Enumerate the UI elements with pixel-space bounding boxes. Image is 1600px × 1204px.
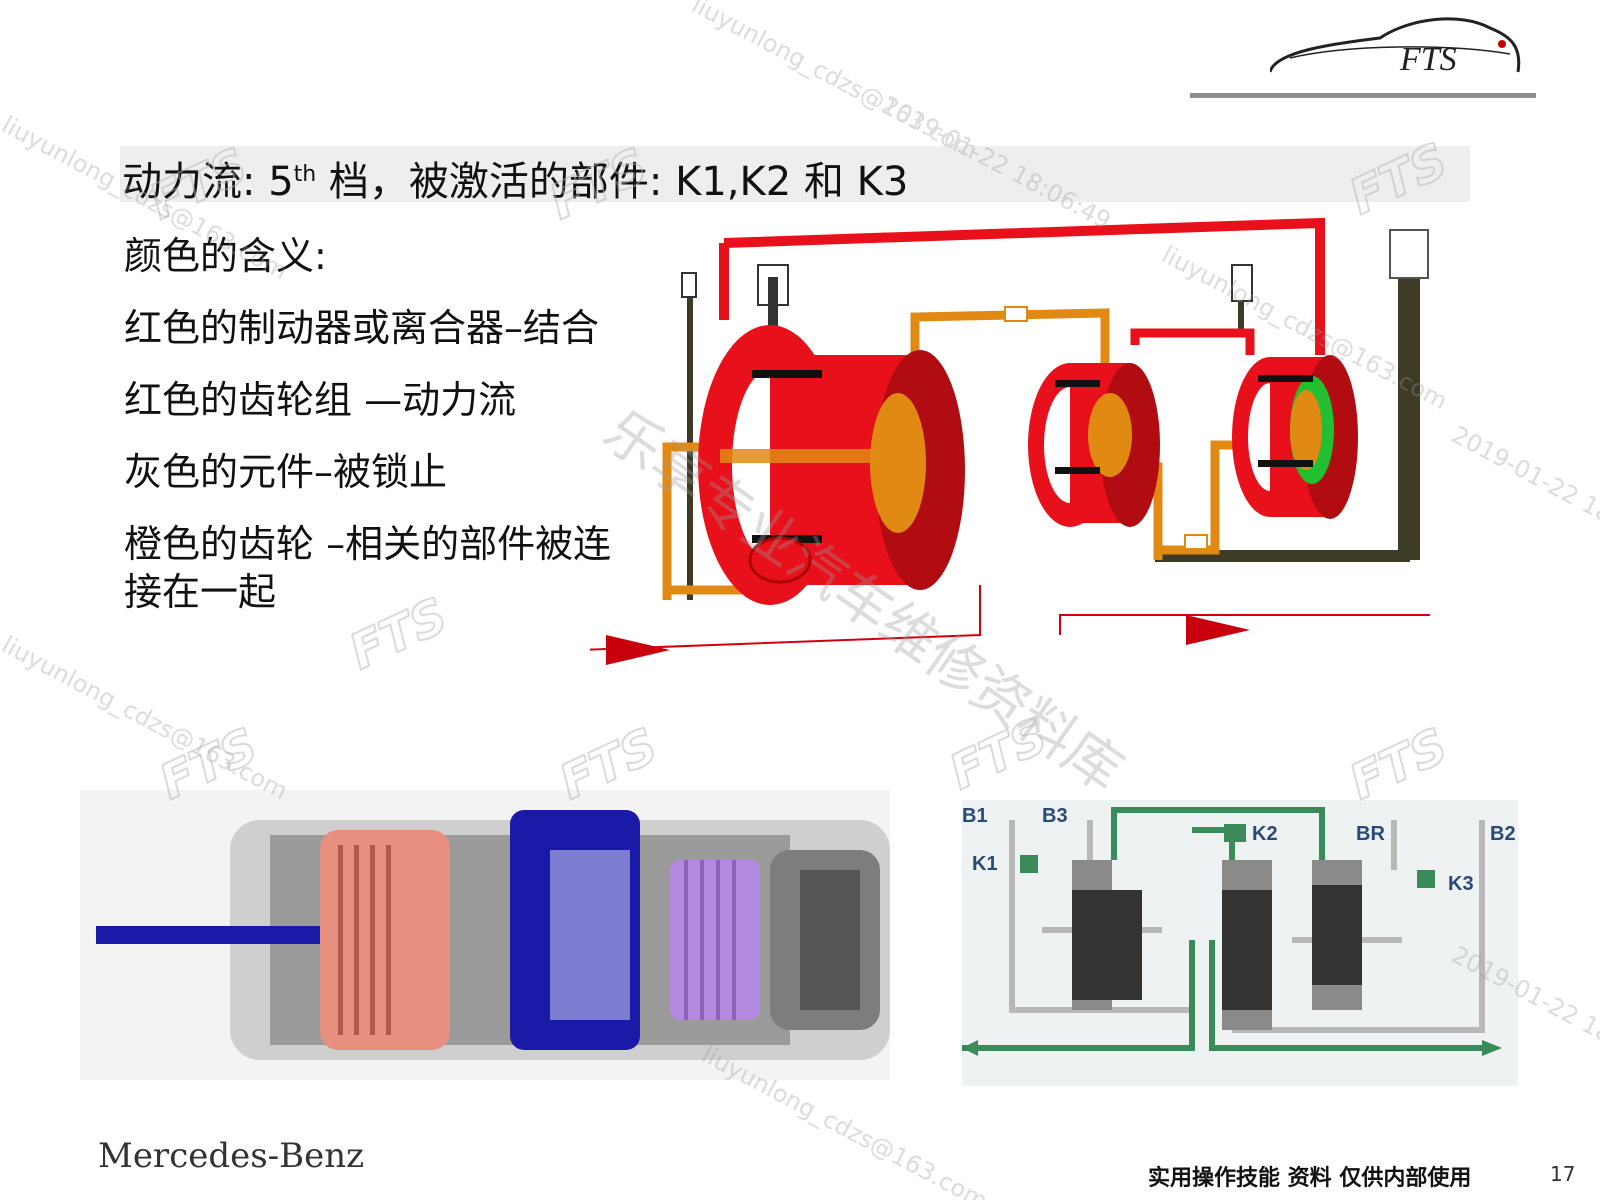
label-k2: K2 bbox=[1252, 823, 1278, 845]
label-b3: B3 bbox=[1042, 805, 1068, 827]
slide-title: 动力流: 5th 档，被激活的部件: K1,K2 和 K3 bbox=[122, 159, 909, 205]
watermark-fts-7: FTS bbox=[1341, 718, 1455, 811]
legend-item-red-gearset: 红色的齿轮组 —动力流 bbox=[124, 378, 517, 422]
legend-item-gray-locked: 灰色的元件–被锁止 bbox=[124, 450, 448, 494]
label-br: BR bbox=[1356, 823, 1385, 845]
label-b1: B1 bbox=[962, 805, 988, 827]
page-number: 17 bbox=[1550, 1162, 1576, 1186]
watermark-email-top: liuyunlong_cdzs@163.com bbox=[687, 0, 982, 165]
fts-logo: FTS bbox=[1268, 14, 1530, 84]
footer-note: 实用操作技能 资料 仅供内部使用 bbox=[1148, 1166, 1472, 1191]
legend-item-red-brake: 红色的制动器或离合器–结合 bbox=[124, 306, 600, 350]
legend-item-orange-connected: 橙色的齿轮 –相关的部件被连接在一起 bbox=[124, 522, 612, 614]
label-k1: K1 bbox=[972, 853, 998, 875]
header-rule bbox=[1190, 93, 1536, 98]
title-band bbox=[120, 146, 1470, 202]
transmission-cutaway-image bbox=[80, 790, 890, 1080]
label-b2: B2 bbox=[1490, 823, 1516, 845]
gear-schematic-diagram: B1 B3 K2 BR B2 K1 K3 bbox=[962, 800, 1518, 1086]
watermark-email-lower-left: liuyunlong_cdzs@163.com bbox=[0, 631, 292, 806]
label-k3: K3 bbox=[1448, 873, 1474, 895]
watermark-fts-6: FTS bbox=[941, 708, 1055, 801]
legend-heading: 颜色的含义: bbox=[124, 234, 327, 278]
brand-name: Mercedes-Benz bbox=[98, 1136, 365, 1176]
logo-text: FTS bbox=[1399, 41, 1457, 78]
power-flow-diagram bbox=[579, 205, 1590, 675]
